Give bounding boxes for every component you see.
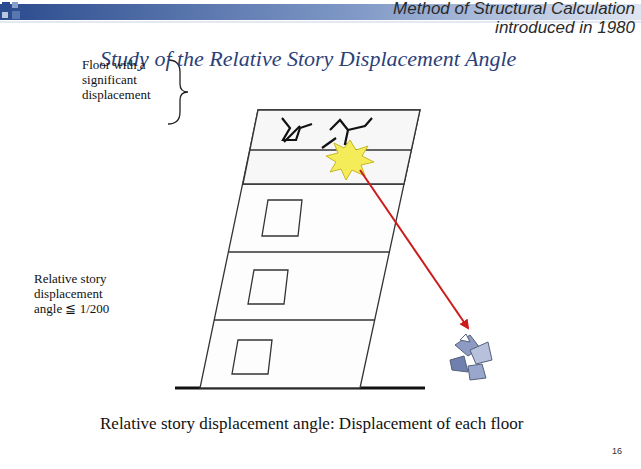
- caption-text: Relative story displacement angle: Displ…: [100, 414, 523, 434]
- collapse-arrow: [360, 170, 468, 328]
- deco-square: [12, 2, 18, 8]
- deco-square: [12, 11, 20, 19]
- damaged-column: [282, 118, 372, 148]
- impact-burst: [326, 140, 374, 180]
- angle-label: Relative story displacement angle ≦ 1/20…: [34, 272, 130, 317]
- page-number: 16: [612, 446, 622, 457]
- debris: [450, 334, 492, 380]
- building: [200, 110, 420, 388]
- floor-label: Floor with a significant displacement: [82, 58, 174, 103]
- deco-square: [2, 12, 8, 18]
- header-text: Method of Structural Calculation introdu…: [385, 0, 635, 37]
- deco-square: [2, 2, 10, 10]
- slide-title: Study of the Relative Story Displacement…: [100, 46, 516, 72]
